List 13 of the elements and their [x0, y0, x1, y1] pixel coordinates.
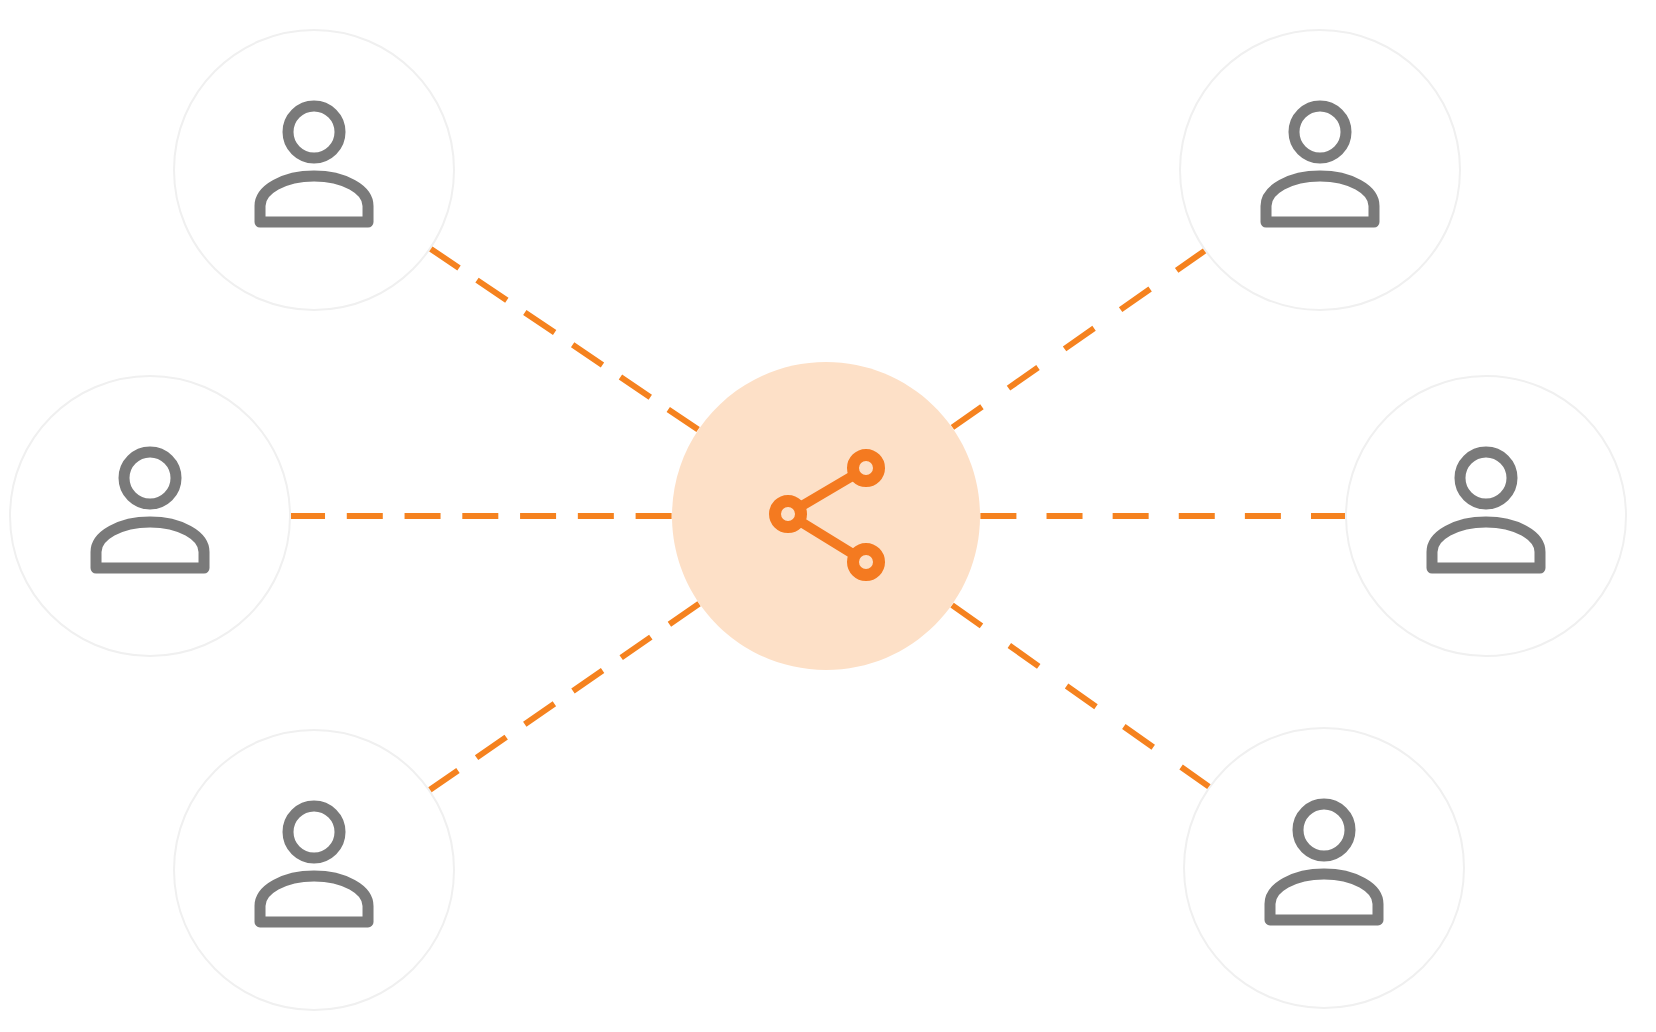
avatar-ring	[9, 375, 291, 657]
dashed-line	[428, 601, 701, 793]
dashed-line	[980, 513, 1345, 519]
avatar-ring	[1183, 727, 1465, 1009]
dashed-line	[950, 602, 1211, 790]
avatar-ring	[1179, 29, 1461, 311]
hub-circle	[672, 362, 980, 670]
dashed-line	[950, 248, 1207, 430]
dashed-line	[291, 513, 672, 519]
avatar-ring	[1345, 375, 1627, 657]
avatar-ring	[173, 729, 455, 1011]
dashed-line	[429, 246, 700, 433]
avatar-ring	[173, 29, 455, 311]
